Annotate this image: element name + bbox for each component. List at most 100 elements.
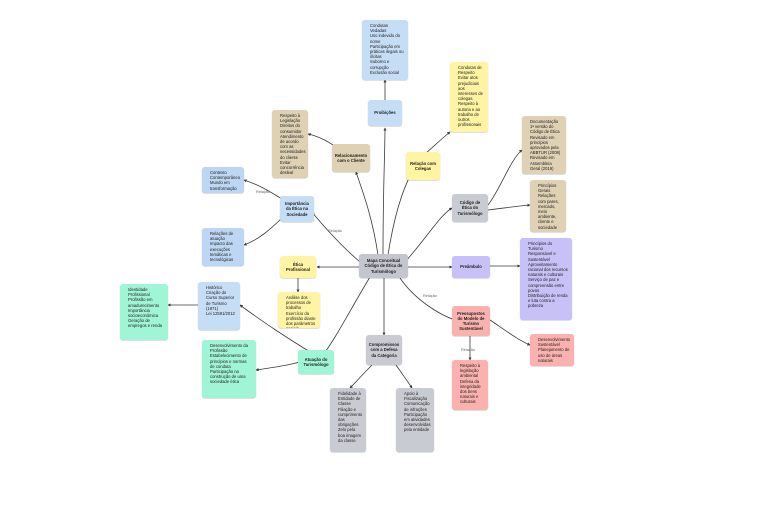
compromissos-list1: Fidelidade à Entidade de ClasseFiliação … <box>334 391 362 443</box>
list-item: Princípios do Turismo Responsável e Sust… <box>528 241 568 262</box>
node-codigo-etica[interactable]: Código de Ética do Turismólogo <box>452 194 488 222</box>
node-relacionamento-cliente-label: Relacionamento com o Cliente <box>334 152 368 163</box>
list-item: Aproveitamento racional dos recursos nat… <box>528 262 568 278</box>
list-item: Desenvolvimento Sustentável <box>538 337 570 347</box>
edge-codigo-list1 <box>487 149 523 206</box>
edge-center-cliente <box>355 171 379 256</box>
edge-compromissos-list1 <box>349 364 373 389</box>
edge-center-codigo <box>404 207 453 263</box>
node-atuacao[interactable]: Atuação do Turismólogo <box>298 350 334 374</box>
list-item: Serviço de paz e compreensão entre povos <box>528 277 568 293</box>
node-preambulo-label: Preâmbulo <box>460 264 482 270</box>
node-relacao-colegas-list[interactable]: Condutas de RespeitoEvitar atos prejudic… <box>450 62 488 132</box>
node-importancia-list2[interactable]: Relações de atuaçãoImpacto das execuções… <box>202 228 244 266</box>
node-compromissos[interactable]: Compromissos com a Defesa da Categoria <box>366 335 402 365</box>
pressupostos-list2: Respeito à legislação ambientalDefesa da… <box>456 363 484 405</box>
relacionamento-cliente-list: Respeito à LegislaçãoDireitos do consumi… <box>276 113 306 175</box>
central-node-label: Mapa Conceitual Código de Ética do Turis… <box>364 258 403 274</box>
identidade-list: Identidade ProfissionalProfissão em amad… <box>124 287 164 329</box>
list-item: Revisado em Assembleia Geral (2019) <box>530 155 562 171</box>
list-item: Filiação e cumprimento das obrigações <box>338 407 362 428</box>
pressupostos-list1: Desenvolvimento SustentávelPlanejamento … <box>534 337 570 363</box>
node-compromissos-label: Compromissos com a Defesa da Categoria <box>368 342 400 358</box>
list-item: Participação na construção de uma socied… <box>210 369 252 385</box>
edge-compromissos-list2 <box>395 364 413 389</box>
node-preambulo-list[interactable]: Princípios do Turismo Responsável e Sust… <box>520 238 572 320</box>
node-relacao-colegas-label: Relação com Colegas <box>410 160 436 171</box>
edge-center-importancia <box>311 211 361 263</box>
list-item: Evitar atos prejudiciais aos interesses … <box>458 75 484 101</box>
codigo-etica-list1: Documentação 1ª versão do Código de Étic… <box>526 119 562 171</box>
list-item: Suborno e corrupção <box>370 59 404 69</box>
list-item: Documentação 1ª versão do Código de Étic… <box>530 119 562 135</box>
list-item: Contexto Contemporâneo <box>210 170 240 180</box>
edge-center-proibicoes <box>382 127 387 256</box>
etica-profissional-list: Análise dos processos de trabalhoExercíc… <box>282 295 316 328</box>
list-item: Profissão em amadurecimento <box>128 297 164 307</box>
list-item: Participação em práticas ilegais ou ilíc… <box>370 44 404 60</box>
list-item: Desenvolvimento da Profissão <box>210 343 252 353</box>
list-item: Comunicação de infrações <box>404 401 430 411</box>
importancia-list1: Contexto ContemporâneoMundo em transform… <box>206 170 240 191</box>
compromissos-list2: Apoio à FiscalizaçãoComunicação de infra… <box>400 391 431 433</box>
node-importancia-list1[interactable]: Contexto ContemporâneoMundo em transform… <box>202 167 244 193</box>
list-item: Exercício da profissão diante dos parâme… <box>286 311 316 328</box>
list-item: Estabelecimento de princípios e normas d… <box>210 353 252 369</box>
node-codigo-etica-label: Código de Ética do Turismólogo <box>457 200 483 216</box>
node-identidade-list[interactable]: Identidade ProfissionalProfissão em amad… <box>120 284 168 340</box>
edge-pressupostos-list1 <box>489 319 531 346</box>
node-compromissos-list2[interactable]: Apoio à FiscalizaçãoComunicação de infra… <box>396 388 434 452</box>
node-relacionamento-cliente[interactable]: Relacionamento com o Cliente <box>332 144 370 172</box>
list-item: Zelo pela boa imagem da classe <box>338 427 362 443</box>
list-item: Apoio à Fiscalização <box>404 391 430 401</box>
list-item: Respeito à legislação ambiental <box>460 363 484 379</box>
relacao-colegas-list: Condutas de RespeitoEvitar atos prejudic… <box>454 65 484 127</box>
node-codigo-etica-list1[interactable]: Documentação 1ª versão do Código de Étic… <box>522 116 566 174</box>
list-item: Análise dos processos de trabalho <box>286 295 316 311</box>
node-relacionamento-cliente-list[interactable]: Respeito à LegislaçãoDireitos do consumi… <box>272 110 308 178</box>
node-pressupostos[interactable]: Pressupostos do Modelo de Turismo Susten… <box>452 306 490 336</box>
list-item: Distribuição de renda e luta contra a po… <box>528 293 568 309</box>
list-item: Uso indevido do nome <box>370 33 404 43</box>
node-proibicoes-list[interactable]: Condutas VedadasUso indevido do nomePart… <box>362 20 408 80</box>
node-etica-profissional-list[interactable]: Análise dos processos de trabalhoExercíc… <box>278 292 320 328</box>
node-etica-profissional[interactable]: Ética Profissional <box>280 256 316 278</box>
proibicoes-list: Condutas VedadasUso indevido do nomePart… <box>366 23 404 75</box>
list-item: Criação do Curso Superior de Turismo (19… <box>206 290 236 311</box>
list-item: Atendimento de acordo com as necessidade… <box>280 134 306 160</box>
list-item: Participação em atividades desenvolvidas… <box>404 412 431 433</box>
list-item: Defesa da integridade dos bens naturais … <box>460 379 484 405</box>
node-pressupostos-list2[interactable]: Respeito à legislação ambientalDefesa da… <box>452 360 488 410</box>
node-pressupostos-label: Pressupostos do Modelo de Turismo Susten… <box>457 310 485 332</box>
node-etica-profissional-label: Ética Profissional <box>286 261 310 272</box>
node-compromissos-list1[interactable]: Fidelidade à Entidade de ClasseFiliação … <box>330 388 366 452</box>
node-codigo-etica-list2[interactable]: Princípios GeraisRelações com pares, mer… <box>530 180 566 232</box>
list-item: Histórico <box>206 285 236 290</box>
list-item: Condutas de Respeito <box>458 65 484 75</box>
node-atuacao-list[interactable]: Desenvolvimento da ProfissãoEstabelecime… <box>202 340 256 398</box>
node-pressupostos-list1[interactable]: Desenvolvimento SustentávelPlanejamento … <box>530 334 574 366</box>
list-item: Condutas Vedadas <box>370 23 404 33</box>
importancia-list2: Relações de atuaçãoImpacto das execuções… <box>206 231 240 262</box>
edge-codigo-list2 <box>487 203 531 211</box>
node-relacao-colegas[interactable]: Relação com Colegas <box>406 152 440 180</box>
central-node[interactable]: Mapa Conceitual Código de Ética do Turis… <box>359 254 408 278</box>
list-item: Importância socioeconômica <box>128 308 164 318</box>
node-historico-list[interactable]: HistóricoCriação do Curso Superior de Tu… <box>198 282 240 330</box>
node-proibicoes[interactable]: Proibições <box>368 100 402 126</box>
list-item: Princípios Gerais <box>538 183 562 193</box>
list-item: Exclusão social <box>370 70 404 75</box>
edge-center-pressupostos <box>399 277 456 321</box>
list-item: Revisado em princípios aprovados pela AB… <box>530 135 562 156</box>
edge-atuacao-historico <box>239 304 313 354</box>
node-importancia[interactable]: Importância da Ética na Sociedade <box>280 196 314 222</box>
list-item: Respeito à Legislação <box>280 113 304 123</box>
list-item: Geração de empregos e renda <box>128 318 164 328</box>
list-item: Impacto das execuções temáticas e tecnol… <box>210 241 240 262</box>
node-preambulo[interactable]: Preâmbulo <box>452 256 490 278</box>
node-importancia-label: Importância da Ética na Sociedade <box>285 201 309 217</box>
preambulo-list: Princípios do Turismo Responsável e Sust… <box>524 241 568 309</box>
edge-label-relacao-pressupostos-list: Relação <box>461 348 475 352</box>
edge-atuacao-list <box>255 361 301 372</box>
